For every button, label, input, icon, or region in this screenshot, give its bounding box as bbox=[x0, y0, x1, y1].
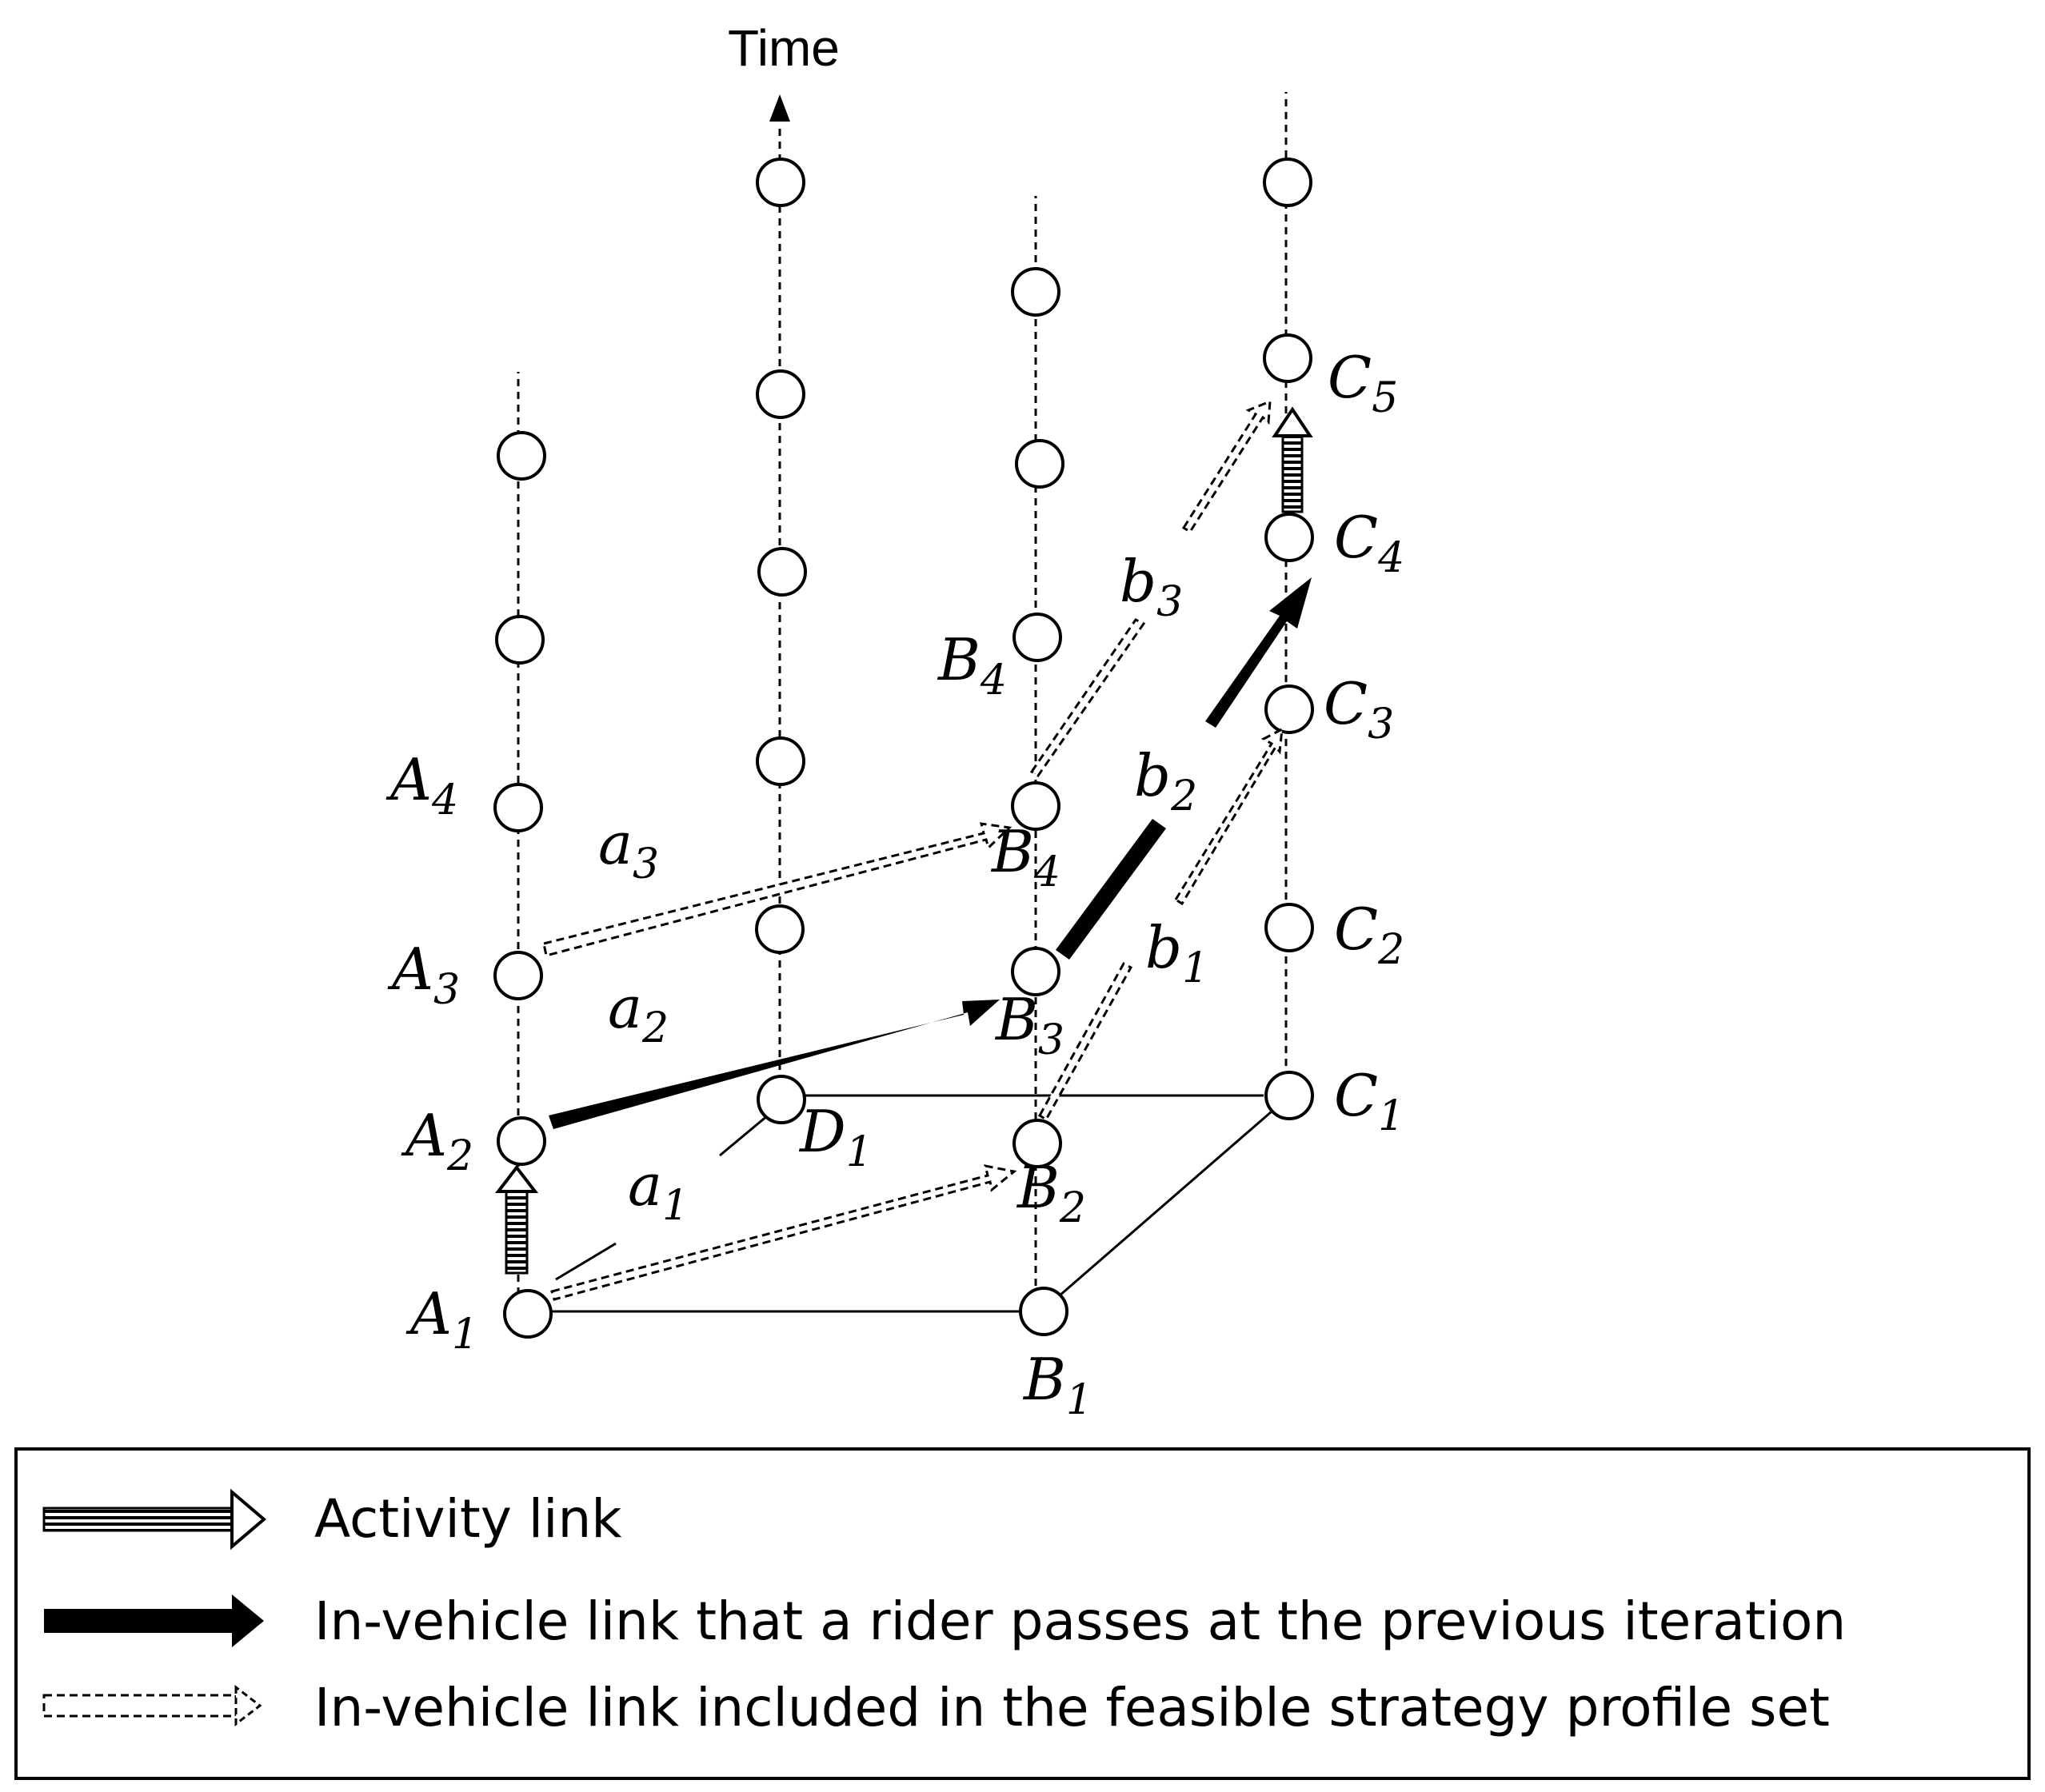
node-c2 bbox=[1264, 903, 1314, 952]
label-c4: C4 bbox=[1334, 504, 1404, 582]
node-d3 bbox=[756, 736, 805, 786]
node-a6 bbox=[497, 431, 546, 481]
node-b7 bbox=[1011, 267, 1060, 317]
prev-link-a2 bbox=[549, 1000, 1000, 1129]
node-b4 bbox=[1011, 781, 1060, 831]
label-d1: D1 bbox=[798, 1098, 873, 1176]
node-c6 bbox=[1263, 158, 1312, 207]
label-a3: A3 bbox=[387, 936, 460, 1014]
link-b1-c1 bbox=[1059, 1110, 1272, 1297]
legend-previous-icon bbox=[44, 1594, 264, 1647]
label-link-a1: a1 bbox=[628, 1151, 689, 1230]
physical-network bbox=[544, 1094, 1272, 1313]
node-a4 bbox=[493, 783, 543, 832]
label-link-a2: a2 bbox=[608, 974, 669, 1052]
prev-link-b2-upper bbox=[1205, 577, 1312, 728]
node-d5 bbox=[756, 369, 805, 419]
node-c1 bbox=[1264, 1071, 1314, 1120]
node-d4 bbox=[757, 547, 807, 597]
node-c4 bbox=[1264, 513, 1314, 562]
node-b3 bbox=[1011, 947, 1060, 996]
label-b3: B3 bbox=[994, 986, 1064, 1064]
label-link-b2: b2 bbox=[1134, 742, 1197, 820]
label-b1: B1 bbox=[1022, 1346, 1092, 1424]
feasible-link-b3-upper bbox=[1181, 399, 1272, 534]
node-d1 bbox=[757, 1075, 806, 1124]
node-d6 bbox=[756, 158, 805, 207]
node-c5 bbox=[1263, 333, 1312, 383]
node-a3 bbox=[493, 951, 543, 1000]
node-labels: A1 A2 A3 A4 B1 B2 B3 B4 B4 C1 C2 C3 C4 C… bbox=[385, 344, 1404, 1424]
link-a1-d1-upper bbox=[719, 1114, 769, 1157]
time-axes bbox=[517, 92, 1288, 1311]
time-arrowhead bbox=[769, 94, 790, 122]
label-link-a3: a3 bbox=[598, 810, 659, 888]
nodes bbox=[493, 158, 1314, 1339]
link-labels: a1 a2 a3 b1 b2 b3 bbox=[598, 548, 1208, 1230]
legend-previous-text: In-vehicle link that a rider passes at t… bbox=[314, 1590, 1846, 1652]
node-d2 bbox=[755, 904, 805, 954]
feasible-link-b1-lower bbox=[1037, 961, 1133, 1122]
legend-activity-text: Activity link bbox=[314, 1488, 622, 1550]
node-a1 bbox=[503, 1289, 553, 1339]
prev-link-b2-lower bbox=[1056, 819, 1166, 960]
time-label: Time bbox=[728, 19, 840, 77]
label-a4: A4 bbox=[385, 746, 458, 824]
link-a1-d1 bbox=[555, 1242, 617, 1281]
label-a1: A1 bbox=[405, 1280, 478, 1359]
legend: Activity link In-vehicle link that a rid… bbox=[14, 1447, 2031, 1780]
label-c1: C1 bbox=[1334, 1062, 1404, 1140]
previous-iteration-links bbox=[549, 577, 1312, 1129]
legend-feasible-icon bbox=[42, 1684, 262, 1727]
label-c2: C2 bbox=[1334, 896, 1404, 974]
node-c3 bbox=[1264, 684, 1314, 734]
label-link-b1: b1 bbox=[1145, 914, 1208, 992]
node-b5 bbox=[1013, 613, 1062, 662]
label-a2: A2 bbox=[401, 1102, 473, 1180]
legend-box bbox=[14, 1447, 2031, 1780]
node-a5 bbox=[495, 615, 545, 665]
feasible-link-b1-upper bbox=[1173, 727, 1284, 906]
feasible-link-b3-lower bbox=[1029, 618, 1146, 778]
label-link-b3: b3 bbox=[1120, 548, 1183, 626]
feasible-link-a1 bbox=[550, 1164, 1017, 1301]
feasible-link-a3 bbox=[542, 822, 1013, 957]
label-b4-lower: B4 bbox=[990, 818, 1060, 896]
legend-activity-icon bbox=[42, 1488, 267, 1551]
node-b1 bbox=[1019, 1287, 1068, 1336]
activity-link-a1-a2 bbox=[494, 1164, 539, 1275]
label-b4-upper: B4 bbox=[937, 626, 1007, 704]
node-a2 bbox=[497, 1116, 546, 1166]
node-b6 bbox=[1015, 439, 1064, 489]
activity-link-c4-c5 bbox=[1272, 406, 1313, 513]
label-b2: B2 bbox=[1016, 1154, 1086, 1232]
label-c5: C5 bbox=[1328, 344, 1398, 422]
label-c3: C3 bbox=[1324, 670, 1394, 748]
legend-feasible-text: In-vehicle link included in the feasible… bbox=[314, 1677, 1830, 1738]
node-b2 bbox=[1013, 1119, 1062, 1168]
feasible-links bbox=[542, 399, 1284, 1301]
